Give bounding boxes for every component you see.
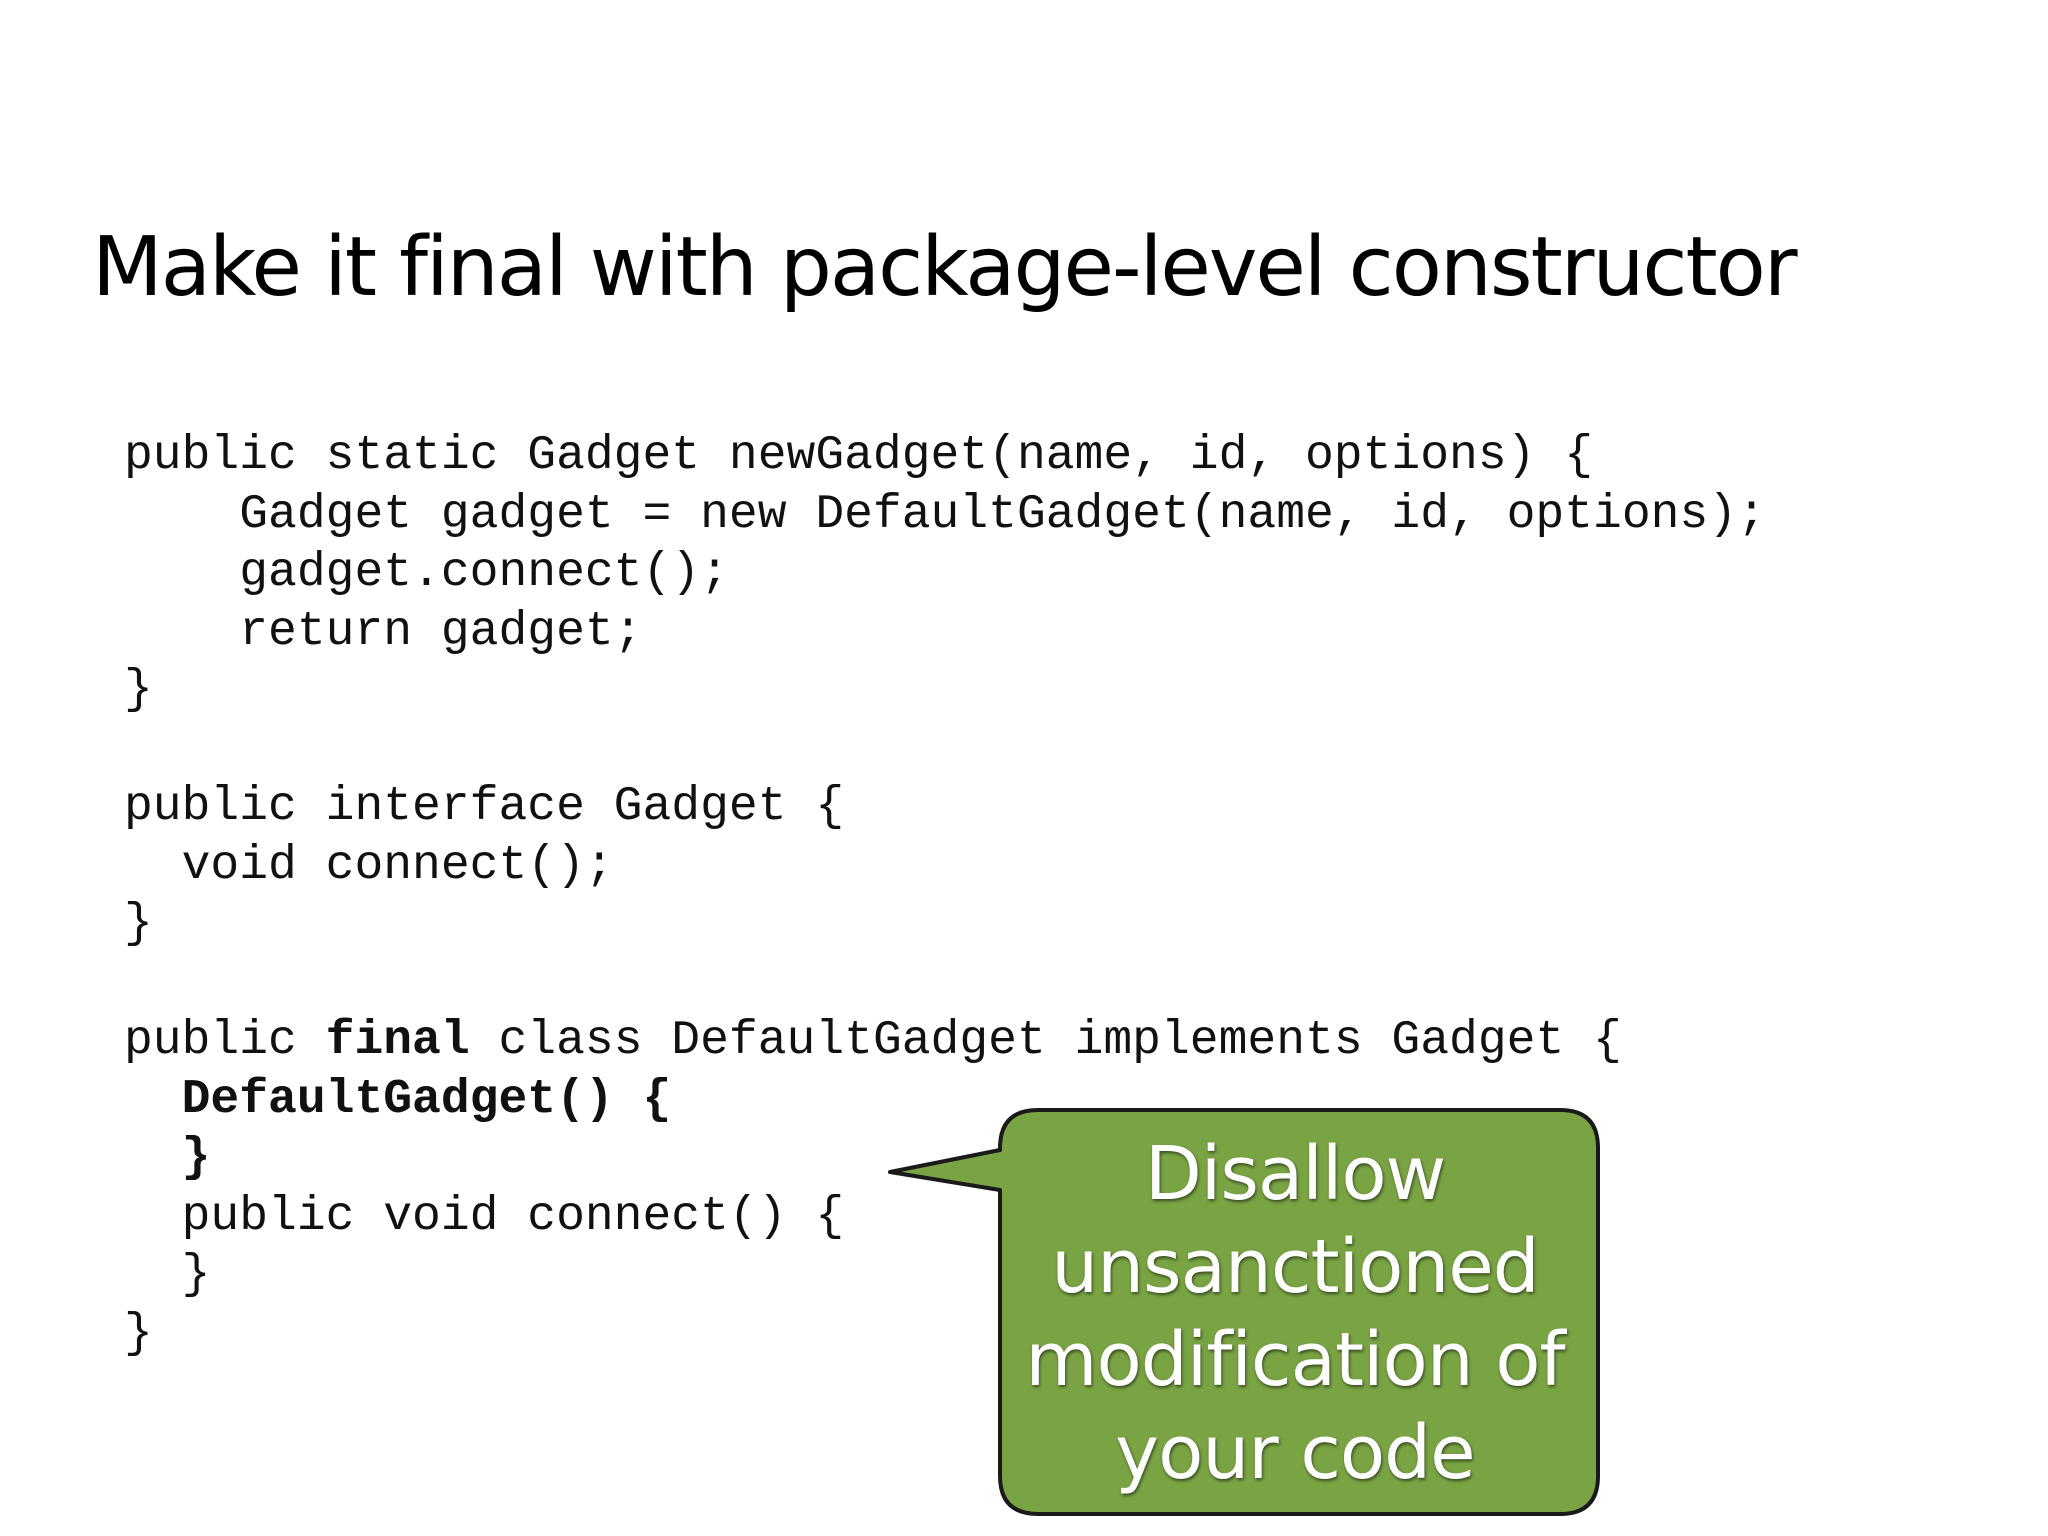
code-line: } — [124, 663, 153, 717]
code-line: gadget.connect(); — [124, 546, 729, 600]
code-line: public interface Gadget { — [124, 780, 845, 834]
code-line: return gadget; — [124, 604, 643, 659]
code-token: class DefaultGadget implements Gadget { — [469, 1014, 1622, 1068]
code-line: void connect(); — [124, 838, 614, 893]
code-line: Gadget gadget = new DefaultGadget(name, … — [124, 487, 1766, 542]
code-line-constructor: DefaultGadget() { — [124, 1071, 1766, 1130]
code-line-blank: ​ — [124, 720, 1766, 779]
callout-text: Disallow unsanctioned modification of yo… — [1025, 1131, 1565, 1496]
code-line: } — [124, 1248, 211, 1302]
code-line-constructor-close: } — [124, 1129, 1766, 1188]
code-line-class-declaration: public final class DefaultGadget impleme… — [124, 1012, 1766, 1071]
code-constructor-highlight: DefaultGadget() { — [124, 1072, 672, 1127]
code-block: public static Gadget newGadget(name, id,… — [124, 427, 1766, 1363]
callout-bubble — [880, 1108, 1600, 1518]
code-line: } — [124, 897, 153, 951]
code-line: public static Gadget newGadget(name, id,… — [124, 429, 1594, 483]
code-line: } — [124, 1306, 153, 1361]
code-line-blank: ​ — [124, 954, 1766, 1013]
code-line: public void connect() { — [124, 1189, 845, 1244]
code-constructor-highlight: } — [124, 1131, 211, 1185]
code-keyword-final: final — [325, 1014, 470, 1068]
code-token: public — [124, 1014, 326, 1068]
slide-title: Make it final with package-level constru… — [92, 220, 1798, 315]
callout-bubble-shape — [888, 1108, 1600, 1516]
